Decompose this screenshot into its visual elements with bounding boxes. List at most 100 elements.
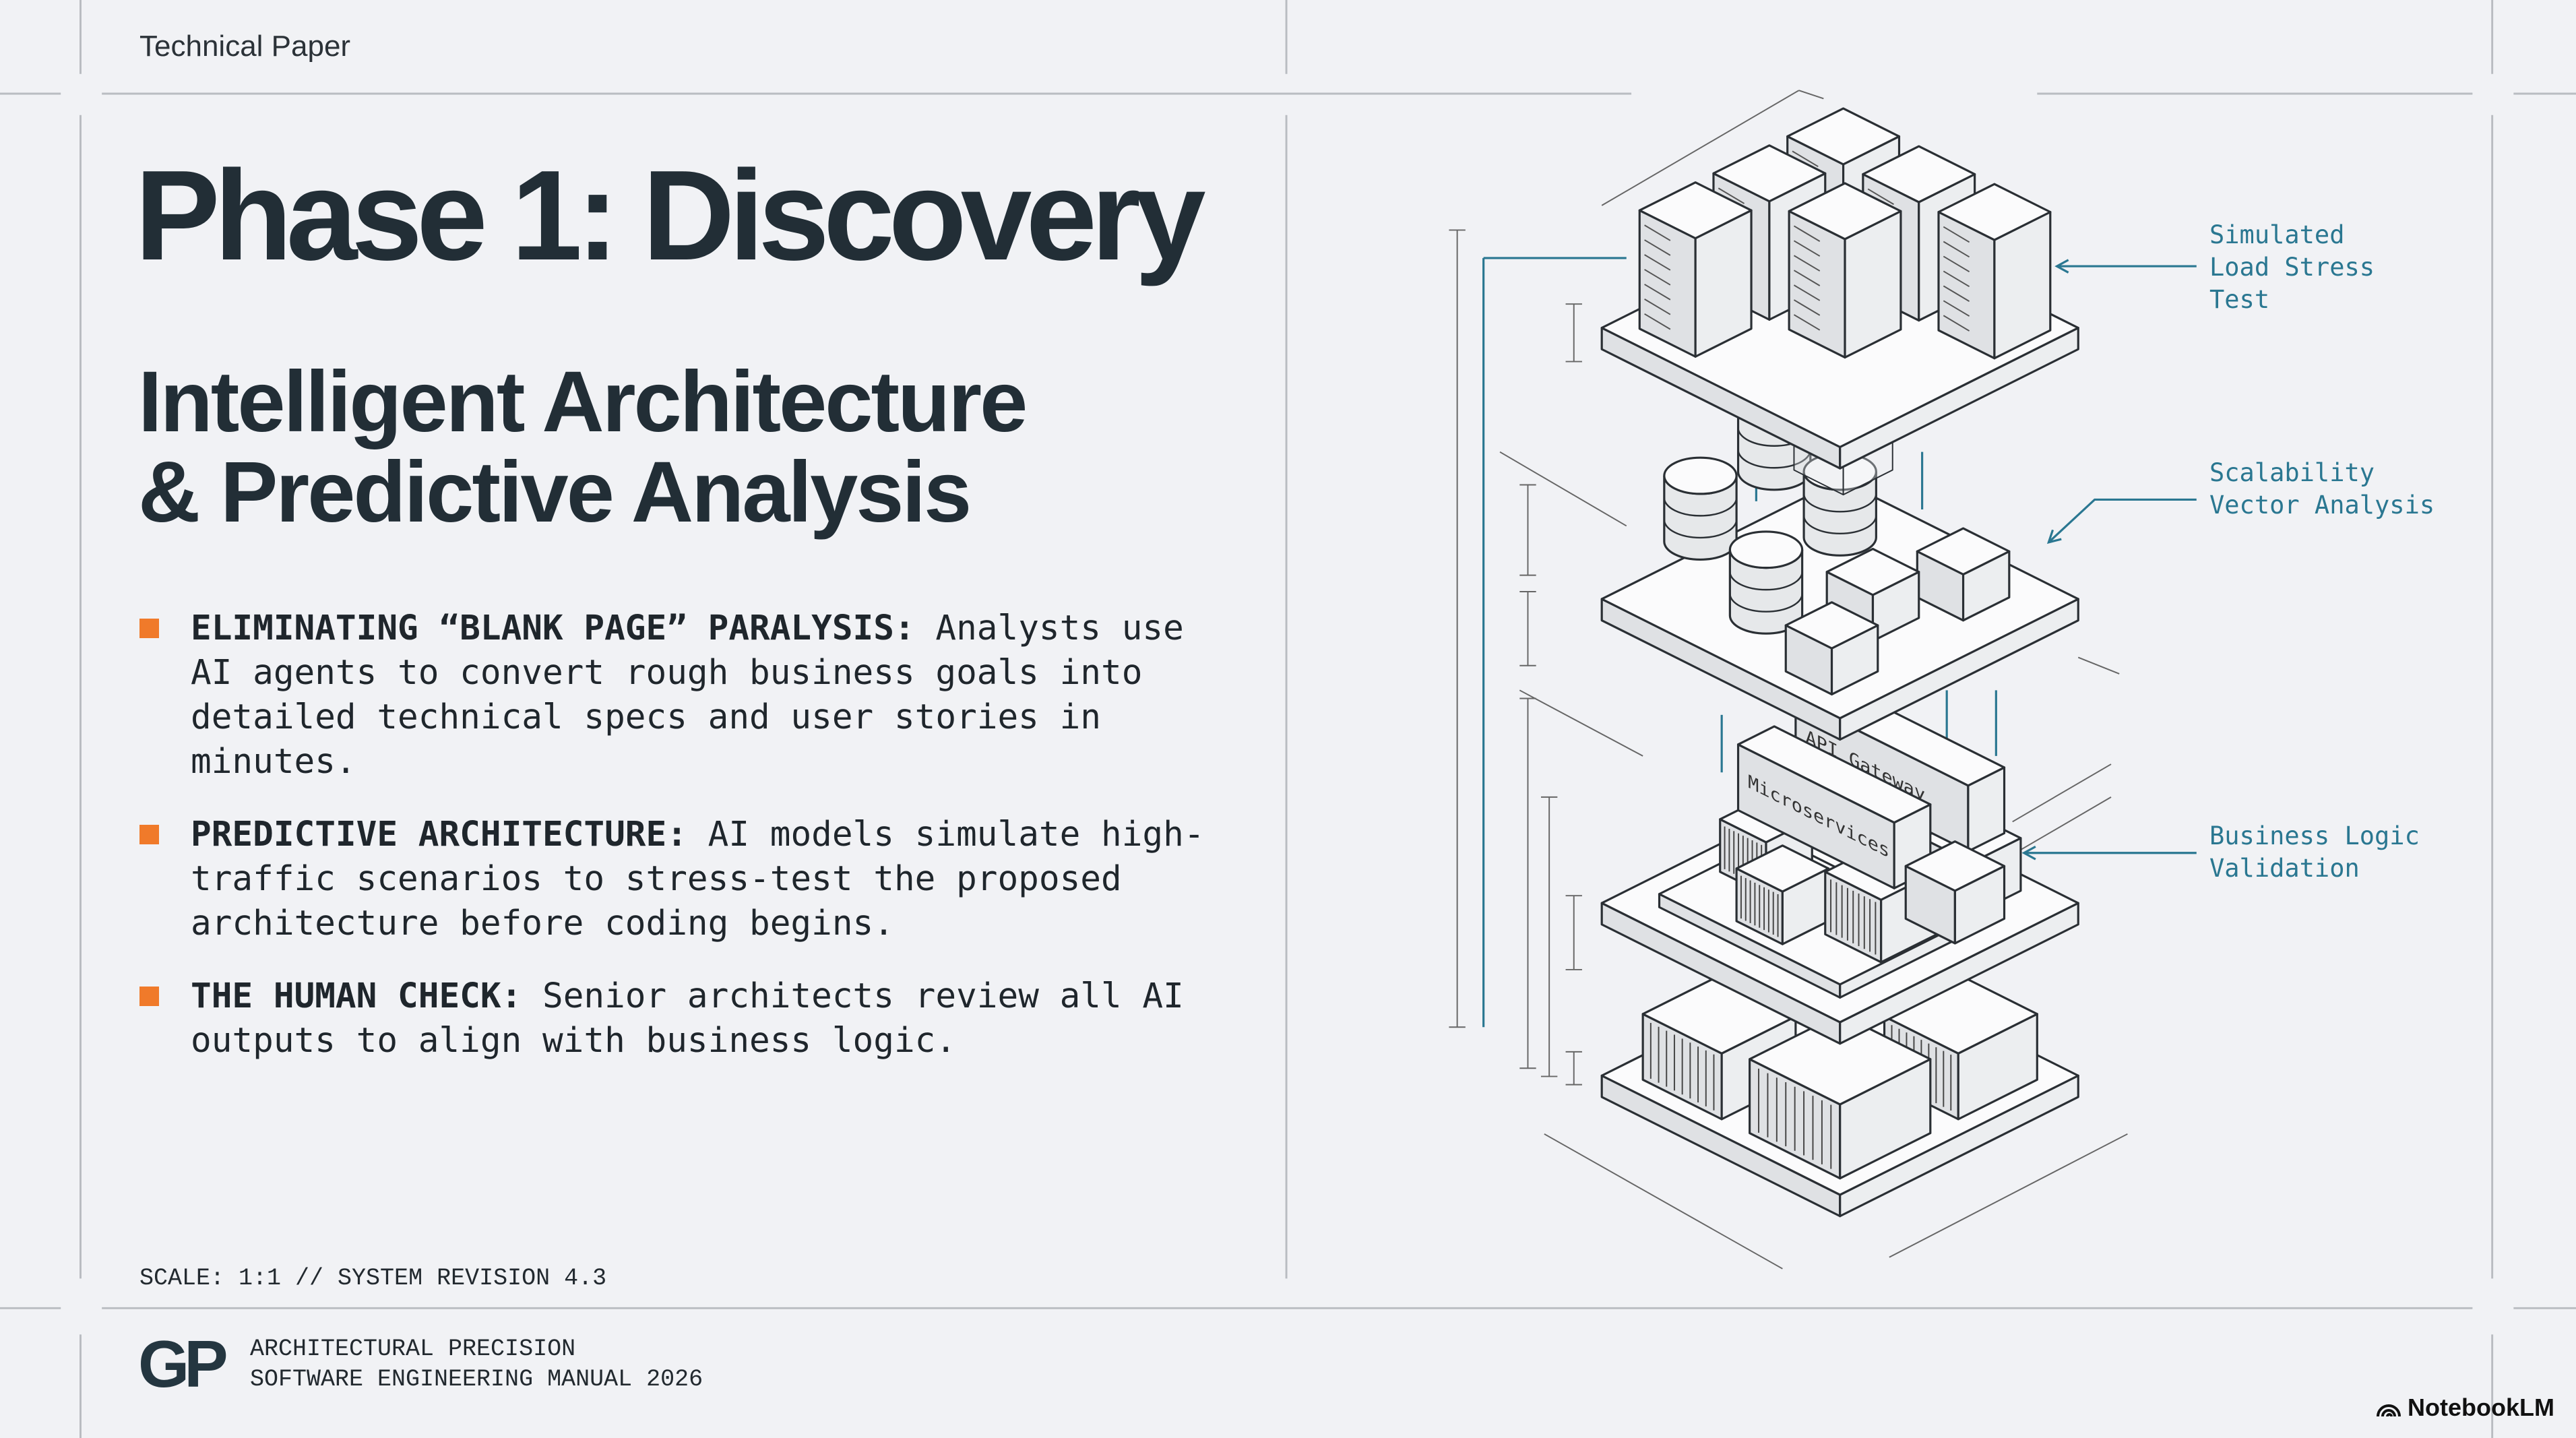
page-subtitle: Intelligent Architecture & Predictive An…: [138, 354, 1028, 540]
extension-line: [2077, 656, 2120, 675]
box-top-face: [1712, 144, 1827, 203]
cylinder-band: [1802, 493, 1877, 513]
brand-name: NotebookLM: [2408, 1394, 2554, 1421]
rack-slot: [1943, 255, 1970, 273]
server-rack: [1937, 183, 2052, 360]
rack-slot: [1943, 241, 1970, 258]
cylinder-band: [1663, 497, 1738, 517]
callout-business-logic: Business Logic Validation: [2209, 821, 2420, 883]
box-top-face: [1916, 527, 2011, 575]
storage-unit: [1749, 1013, 1932, 1180]
arrow-head-icon: [2046, 529, 2062, 544]
callout-load-stress: Simulated Load Stress Test: [2209, 220, 2375, 314]
subtitle-line-1: Intelligent Architecture: [138, 354, 1028, 450]
bullet-text: Senior architects review all AI outputs …: [191, 976, 1184, 1061]
rack-slot: [1943, 226, 1970, 243]
rack-slot: [1644, 299, 1671, 315]
bullet-marker: [139, 987, 159, 1006]
rack-slot: [1867, 188, 1894, 206]
box-top-face: [1638, 181, 1753, 240]
cylinder-top: [1728, 530, 1804, 569]
arrow-head-icon: [2054, 259, 2069, 274]
rack-slot: [1793, 299, 1821, 316]
rack-slot: [1793, 314, 1821, 331]
bullet-item: THE HUMAN CHECK: Senior architects revie…: [139, 974, 1218, 1063]
database-cylinder: [1802, 452, 1877, 557]
extension-line: [1499, 451, 1627, 527]
rack-slot: [1793, 270, 1821, 286]
header-label: Technical Paper: [139, 30, 351, 63]
rack-slot: [1793, 240, 1821, 257]
extension-line: [1519, 689, 1643, 757]
gp-logo: GP: [138, 1327, 228, 1401]
bullet-lead: ELIMINATING “BLANK PAGE” PARALYSIS:: [191, 608, 915, 648]
bullet-marker: [139, 825, 159, 844]
bullet-text: Analysts use AI agents to convert rough …: [191, 608, 1184, 782]
rack-slot: [1943, 315, 1970, 332]
arrow-head-icon: [2021, 846, 2036, 861]
bullet-list: ELIMINATING “BLANK PAGE” PARALYSIS: Anal…: [139, 606, 1218, 1092]
extension-line: [1798, 90, 1824, 100]
extension-line: [1544, 1133, 1783, 1270]
footer-line-2: SOFTWARE ENGINEERING MANUAL 2026: [250, 1366, 703, 1393]
rack-slot: [1644, 254, 1671, 271]
rack-slot: [1644, 224, 1671, 241]
dimension-lines: [1449, 90, 2128, 1270]
rack-slot: [1943, 285, 1970, 303]
rack-slot: [1644, 284, 1671, 301]
box-top-face: [1904, 840, 2006, 892]
callout-scalability: Scalability Vector Analysis: [2209, 458, 2435, 520]
callout-connector: [2048, 498, 2197, 543]
cylinder-band: [1729, 593, 1803, 613]
bullet-lead: PREDICTIVE ARCHITECTURE:: [191, 815, 687, 854]
service-node: [1735, 844, 1830, 945]
rack-slot: [1644, 269, 1671, 286]
callout-connectors: [2021, 259, 2197, 861]
box-top-face: [1788, 182, 1902, 241]
box-top-face: [1735, 844, 1830, 893]
page-title: Phase 1: Discovery: [135, 144, 1206, 287]
bullet-marker: [139, 619, 159, 638]
box-top-face: [1736, 725, 1932, 824]
rack-slot: [1793, 255, 1821, 272]
cylinder-band: [1663, 520, 1738, 539]
extension-line: [2012, 796, 2112, 856]
compute-cube: [1916, 527, 2011, 622]
box-top-face: [1862, 145, 1976, 204]
box-top-face: [1786, 107, 1901, 166]
box-top-face: [1784, 601, 1879, 650]
footer-line-1: ARCHITECTURAL PRECISION: [250, 1336, 576, 1363]
box-top-face: [1937, 183, 2052, 241]
database-cylinder: [1663, 456, 1738, 561]
rack-slot: [1943, 300, 1970, 317]
server-rack: [1788, 182, 1902, 359]
bullet-lead: THE HUMAN CHECK:: [191, 976, 522, 1016]
notebooklm-brand: NotebookLM: [2375, 1394, 2554, 1422]
server-rack: [1638, 181, 1753, 358]
rack-slot: [1793, 225, 1821, 242]
rack-slot: [1943, 270, 1970, 288]
bullet-text: AI models simulate high-traffic scenario…: [191, 815, 1205, 943]
bullet-item: PREDICTIVE ARCHITECTURE: AI models simul…: [139, 813, 1218, 946]
rack-slot: [1718, 187, 1745, 204]
subtitle-line-2: & Predictive Analysis: [138, 444, 972, 540]
extension-line: [1889, 1133, 2128, 1258]
box-top-face: [1749, 1013, 1932, 1106]
extension-line: [1601, 90, 1800, 206]
cylinder-top: [1663, 456, 1738, 495]
service-node: [1904, 840, 2006, 945]
cylinder-band: [1802, 515, 1877, 535]
extension-line: [2012, 763, 2112, 823]
rack-slot: [1792, 150, 1819, 168]
cylinder-band: [1729, 571, 1803, 591]
notebooklm-icon: [2377, 1404, 2401, 1417]
rack-slot: [1644, 239, 1671, 256]
scale-note: SCALE: 1:1 // SYSTEM REVISION 4.3: [139, 1265, 607, 1292]
box-top-face: [1825, 547, 1920, 596]
rack-slot: [1644, 313, 1671, 330]
cylinder-band: [1737, 449, 1812, 469]
rack-slot: [1793, 284, 1821, 301]
